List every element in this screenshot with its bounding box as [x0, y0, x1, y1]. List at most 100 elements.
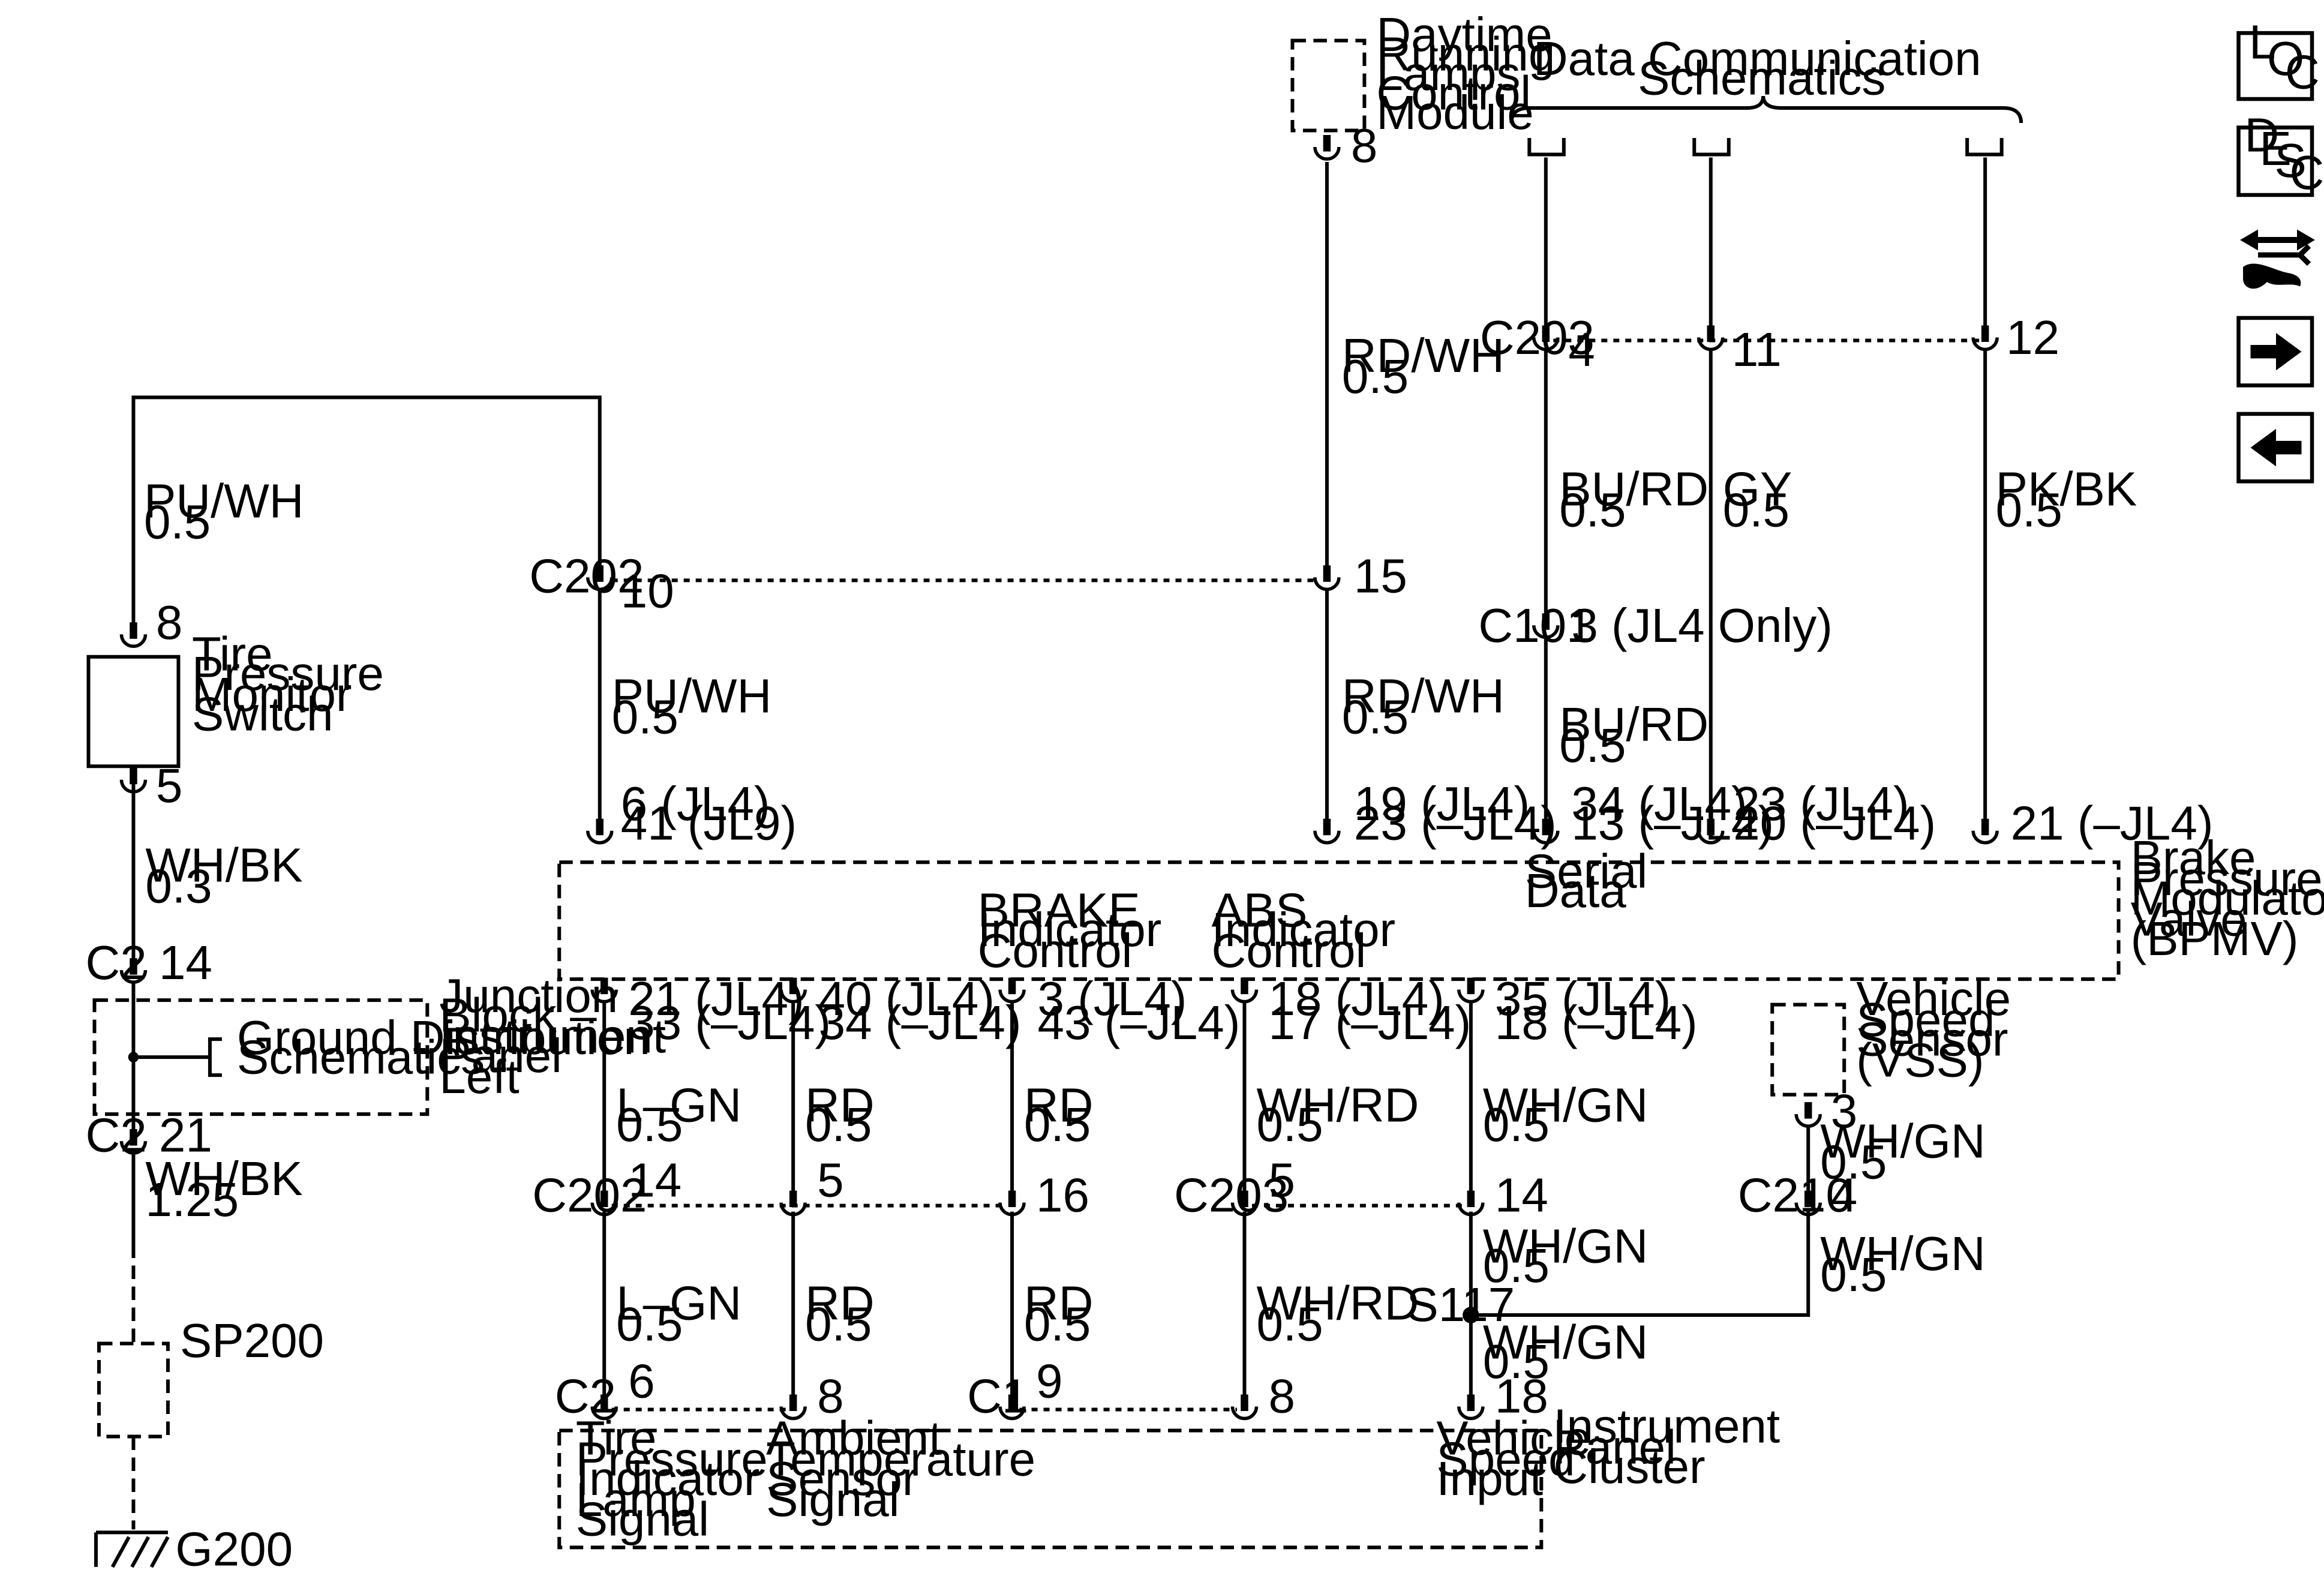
junction-node	[128, 1052, 139, 1062]
bpmv-box	[557, 860, 2121, 981]
connector-terminal-icon	[1230, 1190, 1259, 1217]
connector-terminal-icon	[1230, 1394, 1259, 1421]
pin-label: 5	[817, 1154, 843, 1207]
wire-label: GY0.5	[1723, 462, 1792, 536]
wire-label: WH/BK0.3	[145, 839, 302, 913]
wire-label: WH/RD0.5	[1256, 1079, 1419, 1151]
connector-terminal-icon	[119, 1129, 148, 1155]
wire-label: BU/RD0.5	[1559, 462, 1709, 536]
pin-label: 21	[159, 1109, 212, 1162]
c203-label: C203	[1480, 311, 1595, 364]
pin-label: 14	[1495, 1169, 1548, 1222]
next-button[interactable]	[2236, 316, 2314, 388]
tire-lamp-signal-label: TirePressureIndicatorLampSignal	[576, 1411, 768, 1545]
bpmv-label: BrakePressureModulatorValve(BPMV)	[2131, 831, 2324, 965]
pin-label: 5	[156, 759, 182, 812]
c210-label: C210	[1738, 1169, 1852, 1222]
wire-label: L–GN0.5	[616, 1277, 741, 1351]
ground-g200-icon	[94, 1530, 170, 1568]
brake-indicator-label: BRAKEIndicatorControl	[978, 884, 1162, 977]
pin-label: 4	[1568, 323, 1595, 376]
sidebar-nav: L O C D E S C	[2236, 16, 2324, 484]
s117-label: S117	[1406, 1278, 1515, 1331]
back-button[interactable]	[2236, 412, 2314, 484]
c2-label-ipc: C2	[555, 1369, 616, 1422]
connector-terminal-icon	[119, 622, 148, 648]
pin-label: 16	[1036, 1169, 1089, 1222]
connector-links	[611, 338, 1980, 1412]
connector-terminal-icon	[998, 1394, 1026, 1421]
vss-box	[1770, 1002, 1846, 1097]
desc-letter: C	[2290, 146, 2324, 199]
c203-label-lower: C203	[1174, 1169, 1289, 1222]
desc-letter: S	[2275, 134, 2307, 187]
wire-label: WH/GN0.5	[1820, 1115, 1985, 1189]
connector-terminal-icon	[119, 958, 148, 984]
pin-label: 35 (JL4)18 (–JL4)	[1495, 972, 1698, 1049]
c2-label-b: C2	[85, 1109, 146, 1162]
connector-terminal-icon	[585, 565, 614, 591]
tpms-switch-label: TirePressureMonitorSwitch	[192, 627, 384, 740]
wire-label: RD0.5	[1024, 1079, 1094, 1151]
connector-terminal-icon	[1532, 818, 1560, 845]
c101-label: C101	[1478, 599, 1593, 652]
connector-terminal-icon	[119, 767, 148, 794]
splice-s117	[1463, 1307, 1479, 1323]
pin-labels: 8 15 10 4 11 12 3 (JL4 Only) 8 5 14 21 6…	[156, 119, 2214, 1422]
wire-label: RD0.5	[1024, 1277, 1094, 1351]
wire-label: WH/BK1.25	[145, 1152, 302, 1226]
pin-label: 18 (JL4)17 (–JL4)	[1268, 972, 1471, 1049]
data-comm-label: Data CommunicationSchematics	[1533, 32, 1981, 104]
wire-label: PU/WH0.5	[612, 669, 772, 743]
connector-terminal-icon	[1313, 565, 1341, 591]
c1-label-ipc: C1	[967, 1369, 1028, 1422]
pin-label: 40 (JL4)34 (–JL4)	[819, 972, 1022, 1049]
pin-label: 18	[1495, 1369, 1548, 1422]
pin-label: 3 (JL4)43 (–JL4)	[1038, 972, 1241, 1049]
wire-label: L–GN0.5	[616, 1079, 741, 1151]
connector-terminal-icon	[1230, 977, 1259, 1004]
pin-label: 12	[2006, 311, 2059, 364]
ground-distribution-link[interactable]: Ground DistributionSchematics	[237, 1011, 650, 1083]
wire-label: RD/WH0.5	[1342, 669, 1505, 743]
connector-terminal-icon	[1457, 1190, 1485, 1217]
sp200-label: SP200	[180, 1314, 324, 1367]
ipc-box	[557, 1428, 1544, 1550]
connector-terminal-icon	[590, 1190, 618, 1217]
ground-bracket	[208, 1037, 222, 1077]
wire-label: WH/GN0.5	[1820, 1227, 1985, 1301]
wire-label: PU/WH0.5	[144, 474, 304, 548]
wire-label: WH/RD0.5	[1256, 1277, 1419, 1351]
pin-label: 6 (JL4)41 (JL9)	[621, 777, 797, 849]
component-labels: DaytimeRunningLampsControlModule Data Co…	[175, 8, 2324, 1575]
connector-terminal-icon	[1532, 613, 1560, 639]
g200-label: G200	[175, 1522, 293, 1573]
pin-label: 14	[628, 1154, 681, 1207]
pin-label: 3	[1831, 1085, 1857, 1138]
wire-label: RD0.5	[805, 1277, 875, 1351]
wire-labels: RD/WH0.5 RD/WH0.5 PU/WH0.5 PU/WH0.5 BU/R…	[144, 329, 2137, 1388]
serial-data-label: SerialData	[1525, 845, 1647, 917]
description-button[interactable]: D E S C	[2236, 109, 2324, 199]
connector-terminal-icon	[590, 977, 618, 1004]
location-button[interactable]: L O C	[2236, 16, 2320, 101]
pin-label: 19 (JL4)23 (–JL4)	[1354, 777, 1557, 849]
wire-label: RD/WH0.5	[1342, 329, 1505, 403]
abs-indicator-label: ABSIndicatorControl	[1211, 884, 1395, 977]
connector-terminal-icon	[1971, 325, 1999, 352]
pin-label: 8	[1351, 119, 1377, 172]
pin-label: 5	[1268, 1154, 1295, 1207]
repair-tools-icon[interactable]	[2240, 229, 2316, 289]
c202-label-lower: C202	[532, 1169, 647, 1222]
pin-label: 10	[621, 564, 674, 617]
connector-terminal-icon	[585, 818, 614, 845]
loc-letter: L	[2249, 16, 2275, 69]
connector-terminal-icon	[1313, 135, 1341, 161]
vehicle-speed-input-label: VehicleSpeedInput	[1436, 1411, 1591, 1505]
wire-label: WH/GN0.5	[1483, 1220, 1648, 1292]
sp200-box	[97, 1341, 170, 1439]
pin-label: 23 (JL4)20 (–JL4)	[1733, 777, 1936, 849]
connector-terminal-icon	[1971, 818, 1999, 845]
arrow-left-icon	[2250, 428, 2302, 467]
